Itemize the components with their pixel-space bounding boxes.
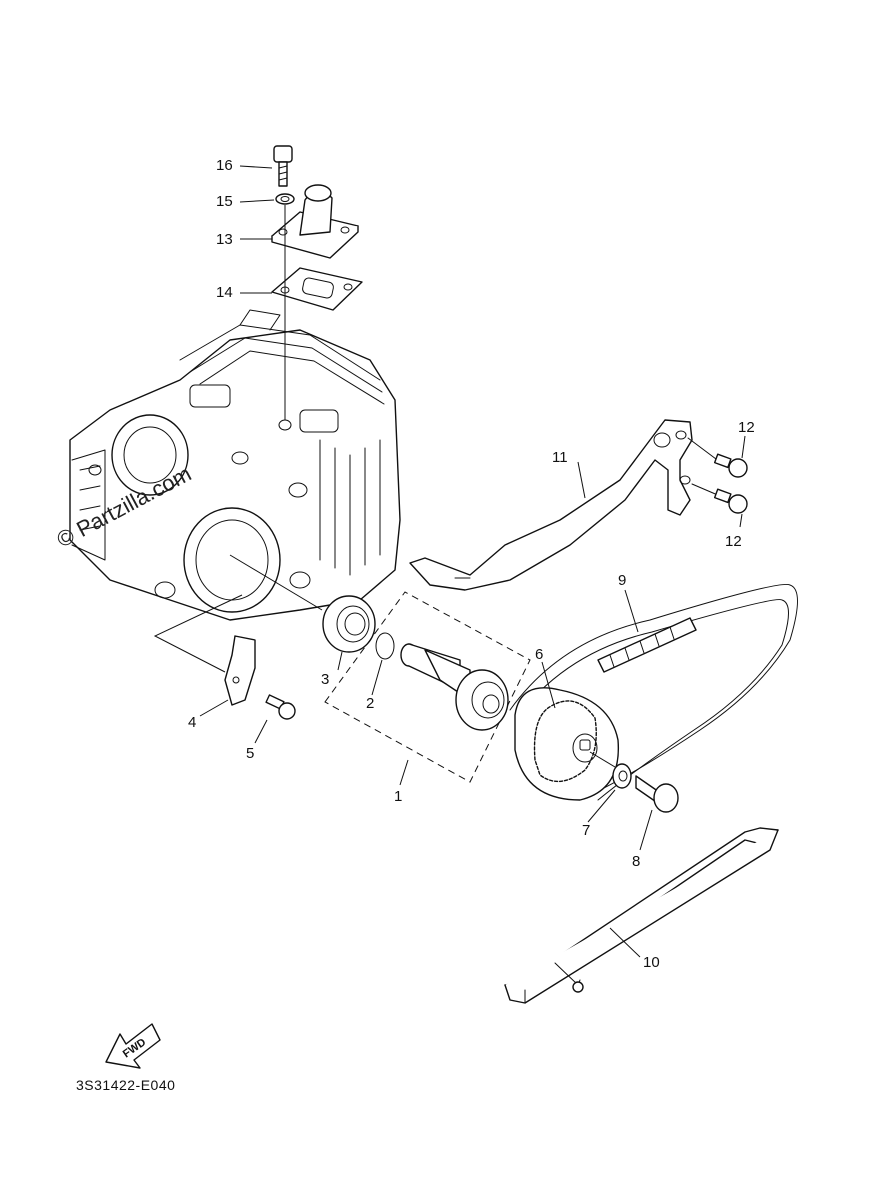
callout-5: 5 [246,745,254,762]
callout-12-upper: 12 [738,419,755,436]
sprocket-6 [514,687,620,801]
bolt-12-upper [687,437,748,478]
callout-2: 2 [366,695,374,712]
diagram-code: 3S31422-E040 [76,1077,175,1093]
callout-16: 16 [216,157,233,174]
callout-6: 6 [535,646,543,663]
callout-3: 3 [321,671,329,688]
plate-4 [224,635,256,706]
bolt-8 [635,775,679,813]
chain-guide-11 [409,419,693,591]
o-ring-2 [375,632,395,660]
callout-7: 7 [582,822,590,839]
camshaft-assembly-box [324,591,531,783]
leader-lines [199,165,746,958]
washer-7 [612,763,632,789]
callout-4: 4 [188,714,196,731]
bearing-3 [322,595,376,653]
callout-12-lower: 12 [725,533,742,550]
callout-14: 14 [216,284,233,301]
callout-11: 11 [552,449,568,466]
bolt-12-lower [691,483,748,514]
callout-10: 10 [643,954,660,971]
callout-1: 1 [394,788,402,805]
bolt-16 [273,145,293,187]
tensioner-13 [271,184,359,259]
fwd-arrow-icon: FWD [105,1023,161,1069]
callout-9: 9 [618,572,626,589]
camshaft-1 [400,643,509,731]
cylinder-head [69,309,401,621]
callout-8: 8 [632,853,640,870]
timing-chain-9 [509,583,798,801]
bolt-5 [265,694,296,720]
callout-13: 13 [216,231,233,248]
callout-15: 15 [216,193,233,210]
gasket-14 [271,267,363,311]
washer-15 [275,193,295,205]
chain-guide-10 [504,827,779,1004]
